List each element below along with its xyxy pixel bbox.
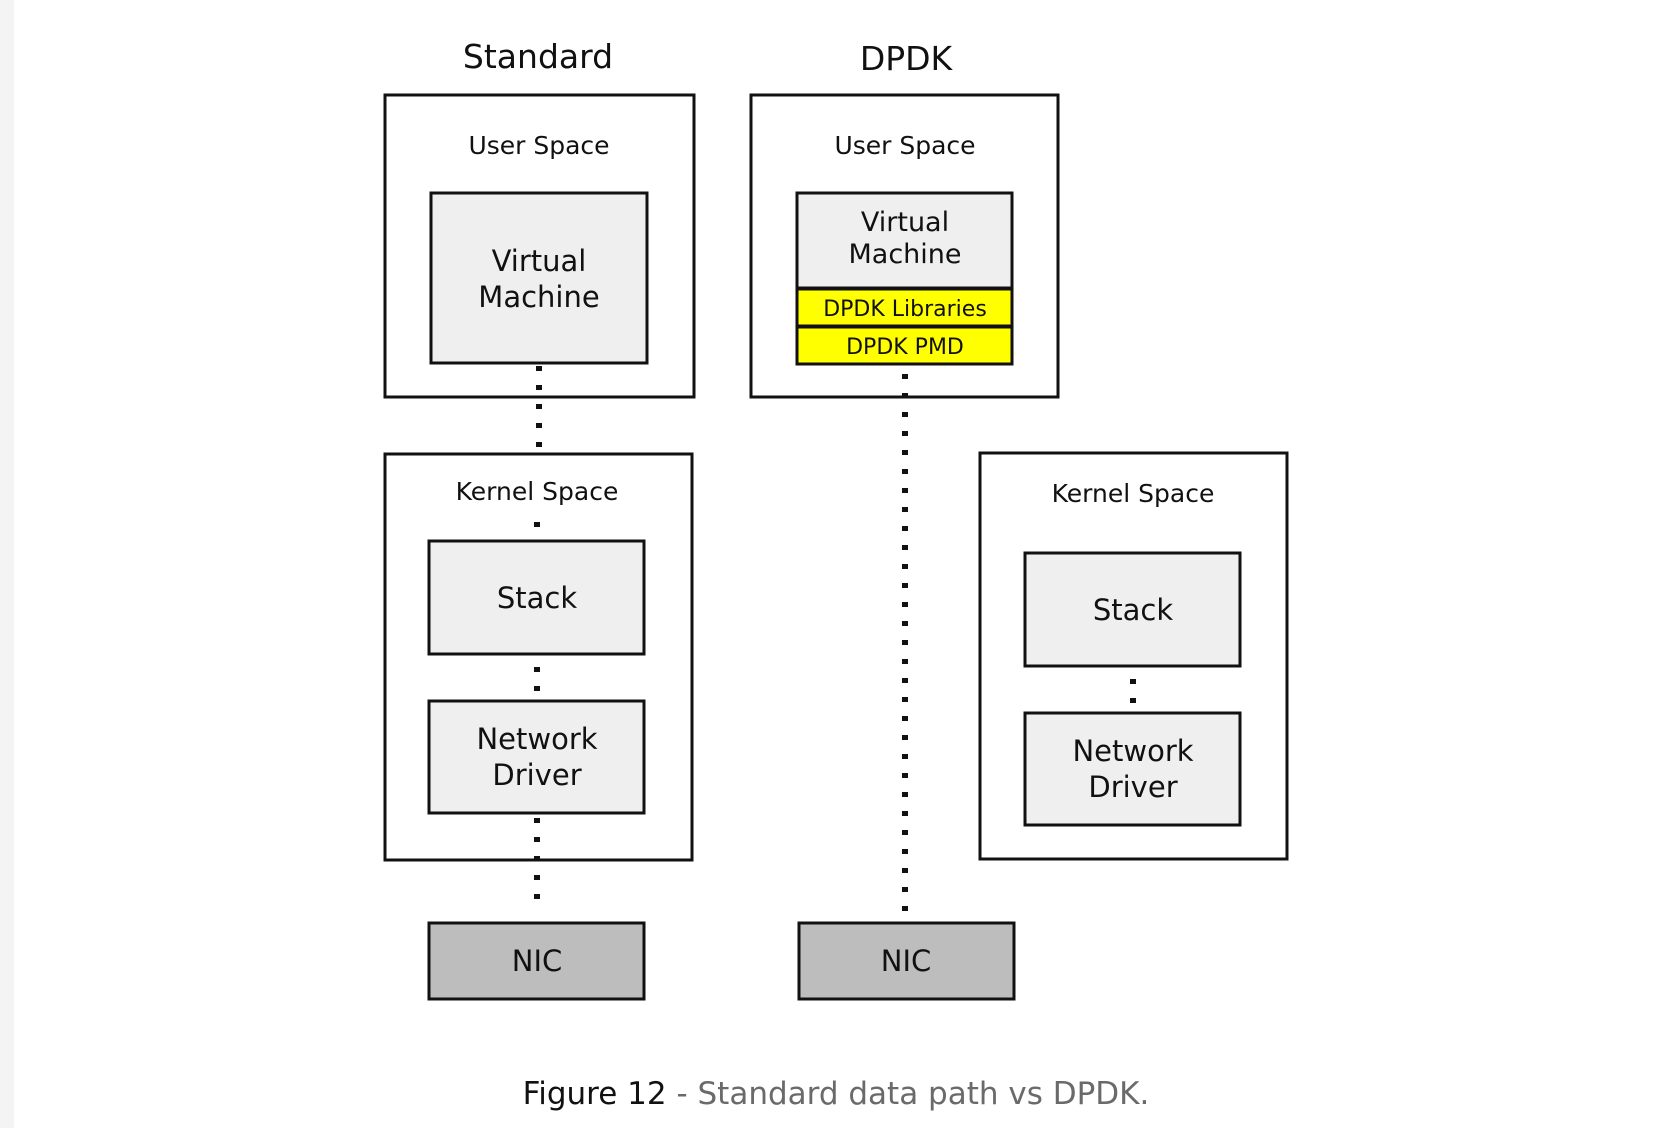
standard-title: Standard [463,37,613,76]
dpdk-user-space-label: User Space [834,131,975,160]
dpdk-kernel-space-label: Kernel Space [1052,479,1215,508]
standard-network-driver-line2: Driver [492,758,581,792]
standard-network-driver-line1: Network [476,722,597,756]
dpdk-libraries-box [795,287,1014,328]
standard-nic-label: NIC [512,944,563,978]
figure-number: Figure 12 [522,1076,667,1112]
dpdk-vm-box [795,191,1014,290]
dpdk-stack-label: Stack [1093,593,1173,627]
standard-vm-label-line1: Virtual [492,244,587,278]
dpdk-nic-label: NIC [881,944,932,978]
dpdk-network-driver-box [1023,711,1242,827]
dpdk-network-driver-line2: Driver [1088,770,1177,804]
standard-vm-label-line2: Machine [478,280,599,314]
left-margin-strip [0,0,14,1128]
dpdk-nic-box [797,921,1016,1001]
standard-kernel-space-label: Kernel Space [456,477,619,506]
standard-network-driver-box [427,699,646,815]
standard-stack-box [427,539,646,656]
dpdk-network-driver-line1: Network [1072,734,1193,768]
dpdk-vm-label-line1: Virtual [861,207,949,238]
standard-stack-label: Stack [497,581,577,615]
standard-user-space-label: User Space [468,131,609,160]
figure-caption-text: - Standard data path vs DPDK. [666,1076,1150,1112]
dpdk-pmd-label: DPDK PMD [846,335,964,360]
standard-vm-box [429,191,649,365]
standard-nic-box [427,921,646,1001]
dpdk-title: DPDK [860,39,954,78]
dpdk-libraries-label: DPDK Libraries [823,297,987,322]
dpdk-vm-label-line2: Machine [848,239,961,270]
dpdk-pmd-box [795,325,1014,366]
dpdk-stack-box [1023,551,1242,668]
figure-caption: Figure 12 - Standard data path vs DPDK. [0,1076,1672,1112]
